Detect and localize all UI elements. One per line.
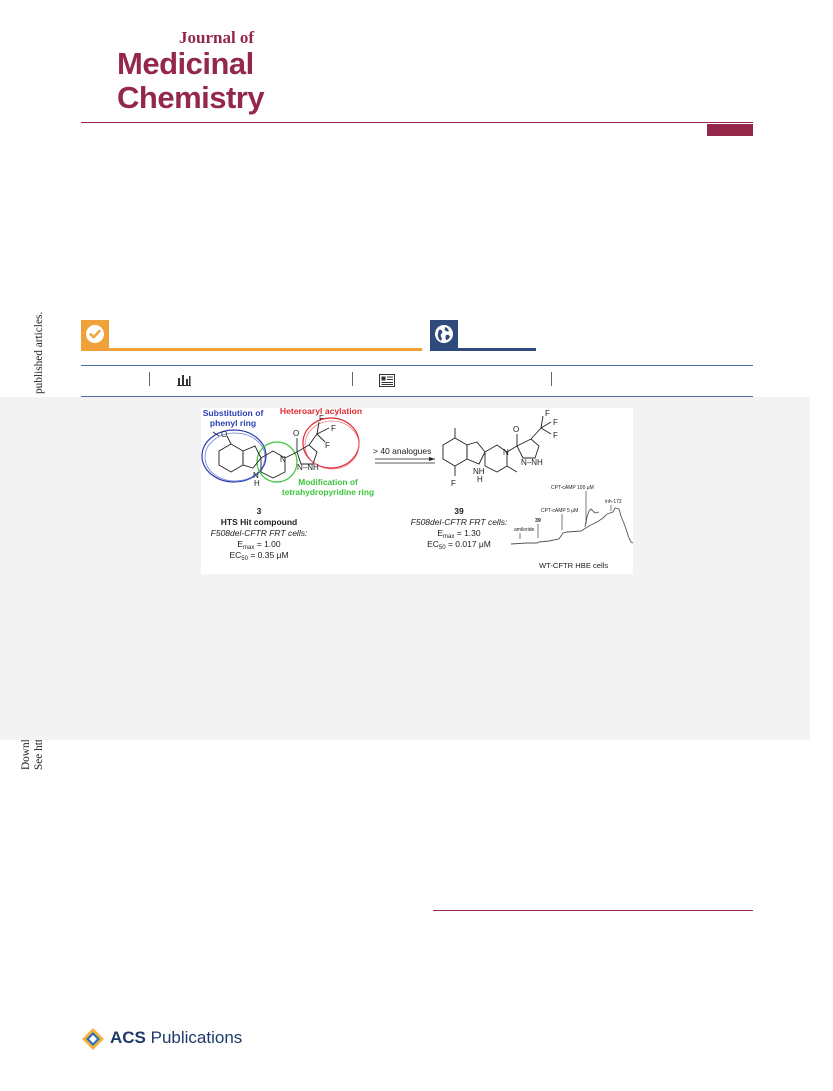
atom-f-3: F xyxy=(325,441,330,450)
atom-o: O xyxy=(221,430,227,439)
journal-of-text: Journal of xyxy=(179,28,255,47)
trace-cpt5-label: CPT-cAMP 5 μM xyxy=(541,508,578,514)
atom-o-carbonyl: O xyxy=(293,429,299,438)
compound-39-emax: Emax = 1.30 xyxy=(437,528,481,540)
atom-h-39: H xyxy=(477,475,483,484)
compound-3-name: HTS Hit compound xyxy=(221,517,298,527)
label-phenyl-2: phenyl ring xyxy=(210,418,256,428)
toc-graphic-svg: Substitution of phenyl ring Heteroaryl a… xyxy=(201,406,634,570)
journal-name-line1: Medicinal xyxy=(117,46,254,81)
atom-nnh-39: N–NH xyxy=(521,458,543,467)
trace-cpt100-label: CPT-cAMP 100 μM xyxy=(551,485,594,491)
bar-chart-icon[interactable] xyxy=(177,374,191,386)
acs-publications-text: ACS Publications xyxy=(110,1028,243,1047)
atom-n-39: N xyxy=(503,448,509,457)
compound-39-ec50: EC50 = 0.017 μM xyxy=(427,539,491,551)
atom-f-39a: F xyxy=(545,409,550,418)
atom-o-39: O xyxy=(513,425,519,434)
compound-39-number: 39 xyxy=(454,506,464,516)
compound-3-emax: Emax = 1.00 xyxy=(237,539,281,551)
atom-n-indole: N xyxy=(253,471,259,480)
header-divider xyxy=(81,122,753,123)
metrics-separator xyxy=(352,372,353,386)
compound-3-ec50: EC50 = 0.35 μM xyxy=(229,550,288,562)
trace-amiloride-label: amiloride xyxy=(514,527,535,533)
trace-caption: WT-CFTR HBE cells xyxy=(539,561,608,570)
atom-n-ring: N xyxy=(280,455,286,464)
atom-f-1: F xyxy=(319,414,324,423)
article-type-tag xyxy=(707,124,753,136)
current-trace xyxy=(510,507,634,545)
atom-f-39: F xyxy=(451,479,456,488)
metrics-bar-top-rule xyxy=(81,365,753,366)
compound-3-structure xyxy=(212,421,330,479)
article-icon[interactable] xyxy=(379,374,395,387)
label-phenyl: Substitution of xyxy=(203,408,264,418)
phenyl-highlight xyxy=(201,429,267,483)
open-access-badge-rule xyxy=(430,348,536,351)
label-modification: Modification of xyxy=(298,477,358,487)
access-badge-rule xyxy=(81,348,422,351)
tetrahydropyridine-highlight xyxy=(256,441,298,483)
metrics-separator xyxy=(149,372,150,386)
journal-name-line2: Chemistry xyxy=(117,80,265,115)
metrics-separator xyxy=(551,372,552,386)
compound-3-cells: F508del-CFTR FRT cells: xyxy=(211,528,308,538)
acs-publications-logo[interactable]: ACS Publications xyxy=(80,1026,250,1056)
toc-graphic: Substitution of phenyl ring Heteroaryl a… xyxy=(201,406,634,574)
acs-logo-icon xyxy=(82,1028,104,1050)
compound-3-number: 3 xyxy=(257,506,262,516)
open-access-badge[interactable] xyxy=(430,320,458,348)
trace-39-label: 39 xyxy=(535,518,541,524)
current-trace-peak xyxy=(584,508,600,528)
atom-nh-39: NH xyxy=(473,467,485,476)
label-heteroaryl: Heteroaryl acylation xyxy=(280,408,362,416)
trace-inh-label: inh-172 xyxy=(605,499,622,505)
atom-f-2: F xyxy=(331,424,336,433)
checkmark-icon xyxy=(86,325,104,343)
phenyl-highlight-shadow xyxy=(204,432,266,482)
compound-39-cells: F508del-CFTR FRT cells: xyxy=(411,517,508,527)
arrow-head xyxy=(429,457,435,461)
globe-icon xyxy=(435,325,453,343)
atom-f-39c: F xyxy=(553,431,558,440)
metrics-bar-bottom-rule xyxy=(81,396,753,397)
atom-f-39b: F xyxy=(553,418,558,427)
analogues-label: > 40 analogues xyxy=(373,446,431,456)
atom-h: H xyxy=(254,479,260,488)
atom-nnh: N–NH xyxy=(297,463,319,472)
access-badge[interactable] xyxy=(81,320,109,348)
compound-39-structure xyxy=(442,415,552,476)
heteroaryl-highlight-shadow xyxy=(304,420,360,470)
footer-divider xyxy=(433,910,753,911)
label-modification-2: tetrahydropyridine ring xyxy=(282,487,374,497)
